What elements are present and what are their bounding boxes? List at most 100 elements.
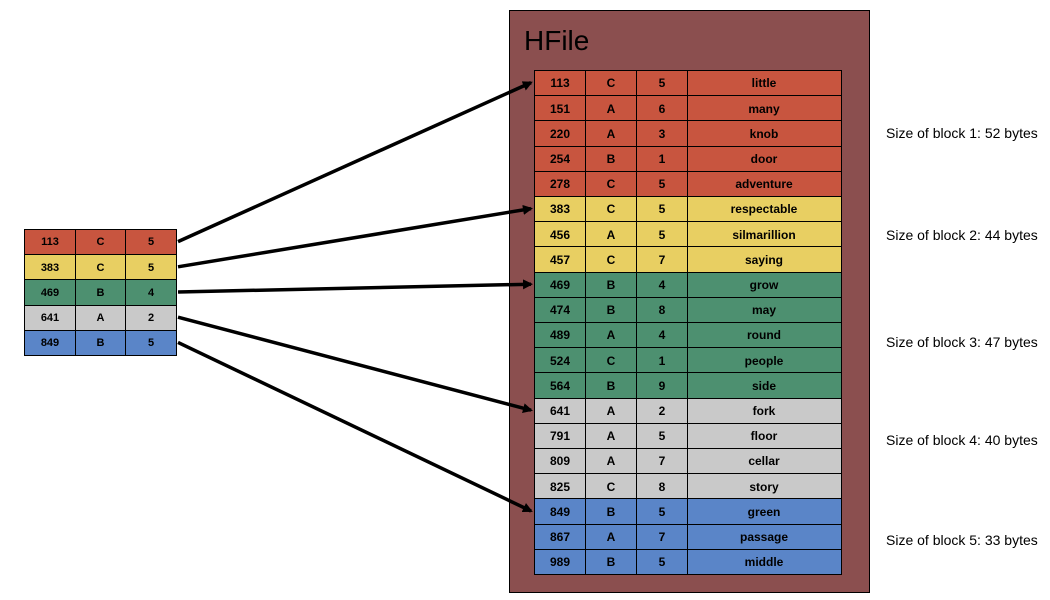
version-cell: 5 bbox=[636, 196, 688, 223]
column-cell: C bbox=[584, 170, 638, 198]
column-cell: B bbox=[584, 548, 638, 576]
row-key-cell: 113 bbox=[534, 70, 586, 97]
block-pointer-arrow bbox=[177, 279, 533, 294]
row-key-cell: 469 bbox=[534, 271, 586, 299]
row-key-cell: 456 bbox=[534, 221, 586, 248]
column-cell: C bbox=[584, 246, 638, 274]
row-key-cell: 220 bbox=[534, 120, 586, 148]
value-cell: respectable bbox=[686, 196, 842, 223]
version-cell: 6 bbox=[636, 95, 688, 122]
row-key-cell: 383 bbox=[534, 196, 586, 223]
block-size-label-4: Size of block 4: 40 bytes bbox=[886, 432, 1038, 448]
block-size-label-3: Size of block 3: 47 bytes bbox=[886, 334, 1038, 350]
index-column-cell: A bbox=[74, 304, 127, 332]
value-cell: people bbox=[686, 347, 842, 374]
value-cell: grow bbox=[686, 271, 842, 299]
version-cell: 7 bbox=[636, 523, 688, 551]
value-cell: adventure bbox=[686, 170, 842, 198]
column-cell: B bbox=[584, 498, 638, 526]
column-cell: A bbox=[584, 95, 638, 122]
version-cell: 8 bbox=[636, 296, 688, 324]
index-key-cell: 383 bbox=[24, 254, 76, 281]
version-cell: 5 bbox=[636, 70, 688, 97]
index-version-cell: 5 bbox=[125, 254, 177, 281]
index-key-cell: 641 bbox=[24, 304, 76, 332]
value-cell: middle bbox=[686, 548, 842, 576]
column-cell: C bbox=[584, 70, 638, 97]
row-key-cell: 989 bbox=[534, 548, 586, 576]
column-cell: B bbox=[584, 145, 638, 173]
column-cell: B bbox=[584, 372, 638, 400]
value-cell: floor bbox=[686, 422, 842, 450]
column-cell: A bbox=[584, 322, 638, 349]
version-cell: 2 bbox=[636, 397, 688, 425]
version-cell: 4 bbox=[636, 271, 688, 299]
row-key-cell: 489 bbox=[534, 322, 586, 349]
index-key-cell: 849 bbox=[24, 329, 76, 357]
row-key-cell: 524 bbox=[534, 347, 586, 374]
index-column-cell: C bbox=[74, 254, 127, 281]
row-key-cell: 474 bbox=[534, 296, 586, 324]
column-cell: A bbox=[584, 397, 638, 425]
version-cell: 8 bbox=[636, 473, 688, 500]
version-cell: 1 bbox=[636, 145, 688, 173]
hfile-title: HFile bbox=[524, 25, 590, 56]
row-key-cell: 254 bbox=[534, 145, 586, 173]
block-size-label-1: Size of block 1: 52 bytes bbox=[886, 125, 1038, 141]
row-key-cell: 457 bbox=[534, 246, 586, 274]
row-key-cell: 825 bbox=[534, 473, 586, 500]
version-cell: 4 bbox=[636, 322, 688, 349]
index-version-cell: 4 bbox=[125, 279, 177, 307]
value-cell: green bbox=[686, 498, 842, 526]
value-cell: may bbox=[686, 296, 842, 324]
index-column-cell: C bbox=[74, 229, 127, 256]
index-key-cell: 113 bbox=[24, 229, 76, 256]
index-version-cell: 5 bbox=[125, 329, 177, 357]
value-cell: saying bbox=[686, 246, 842, 274]
block-size-label-2: Size of block 2: 44 bytes bbox=[886, 227, 1038, 243]
version-cell: 9 bbox=[636, 372, 688, 400]
row-key-cell: 867 bbox=[534, 523, 586, 551]
block-pointer-arrow bbox=[177, 204, 533, 269]
column-cell: A bbox=[584, 120, 638, 148]
block-size-label-5: Size of block 5: 33 bytes bbox=[886, 532, 1038, 548]
version-cell: 7 bbox=[636, 246, 688, 274]
value-cell: round bbox=[686, 322, 842, 349]
version-cell: 5 bbox=[636, 422, 688, 450]
value-cell: fork bbox=[686, 397, 842, 425]
value-cell: door bbox=[686, 145, 842, 173]
block-pointer-arrow bbox=[177, 81, 533, 244]
row-key-cell: 564 bbox=[534, 372, 586, 400]
block-pointer-arrow bbox=[177, 340, 533, 513]
row-key-cell: 641 bbox=[534, 397, 586, 425]
column-cell: A bbox=[584, 523, 638, 551]
index-column-cell: B bbox=[74, 329, 127, 357]
value-cell: story bbox=[686, 473, 842, 500]
column-cell: A bbox=[584, 221, 638, 248]
column-cell: C bbox=[584, 196, 638, 223]
column-cell: B bbox=[584, 296, 638, 324]
